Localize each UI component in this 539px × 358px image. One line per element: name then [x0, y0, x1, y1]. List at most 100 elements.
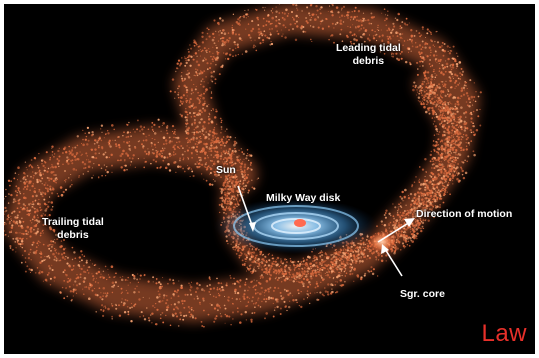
debris-particle	[187, 75, 189, 77]
debris-particle	[302, 277, 306, 281]
debris-particle	[223, 295, 226, 297]
debris-particle	[139, 278, 141, 280]
debris-particle	[107, 307, 110, 311]
debris-particle	[179, 104, 182, 107]
debris-particle	[225, 284, 228, 286]
debris-particle	[265, 269, 269, 272]
debris-particle	[441, 45, 443, 47]
debris-particle	[315, 14, 318, 16]
debris-particle	[456, 123, 459, 127]
debris-particle	[198, 284, 201, 287]
debris-particle	[160, 150, 163, 153]
debris-particle	[181, 77, 184, 80]
debris-particle	[312, 25, 315, 28]
debris-particle	[391, 55, 393, 57]
debris-particle	[405, 24, 407, 26]
debris-particle	[281, 276, 283, 278]
debris-particle	[444, 101, 447, 104]
debris-particle	[304, 31, 307, 33]
debris-particle	[192, 92, 194, 94]
debris-particle	[441, 156, 444, 159]
debris-particle	[79, 267, 81, 269]
debris-particle	[177, 59, 181, 62]
debris-particle	[166, 156, 169, 159]
debris-particle	[62, 248, 66, 251]
debris-particle	[246, 305, 249, 307]
debris-particle	[309, 15, 311, 17]
debris-particle	[216, 56, 219, 59]
debris-particle	[244, 283, 247, 286]
debris-particle	[201, 132, 203, 135]
debris-particle	[300, 305, 303, 309]
debris-particle	[154, 306, 156, 309]
debris-particle	[102, 295, 104, 297]
debris-particle	[12, 198, 16, 201]
debris-particle	[425, 208, 427, 210]
debris-particle	[152, 276, 155, 279]
debris-particle	[202, 85, 205, 88]
debris-particle	[134, 146, 137, 149]
debris-particle	[100, 304, 104, 307]
debris-particle	[158, 300, 161, 303]
debris-particle	[255, 284, 258, 287]
debris-particle	[33, 224, 36, 228]
debris-particle	[56, 178, 58, 181]
debris-particle	[60, 194, 63, 197]
debris-particle	[388, 28, 391, 31]
debris-particle	[38, 188, 41, 191]
debris-particle	[292, 16, 294, 19]
debris-particle	[302, 257, 304, 259]
debris-particle	[331, 14, 334, 17]
debris-particle	[172, 282, 175, 285]
debris-particle	[213, 76, 215, 78]
debris-particle	[137, 273, 139, 275]
debris-particle	[49, 277, 52, 280]
debris-particle	[16, 214, 19, 217]
debris-particle	[227, 207, 230, 210]
debris-particle	[257, 265, 259, 268]
debris-particle	[225, 197, 227, 200]
debris-particle	[319, 256, 322, 259]
debris-particle	[189, 140, 191, 142]
debris-particle	[193, 107, 195, 110]
debris-particle	[292, 295, 294, 297]
debris-particle	[430, 85, 434, 88]
debris-particle	[161, 311, 164, 314]
debris-particle	[128, 140, 131, 143]
debris-particle	[41, 195, 44, 198]
debris-particle	[177, 295, 180, 298]
debris-particle	[399, 195, 402, 198]
debris-particle	[368, 39, 371, 42]
debris-particle	[236, 194, 239, 196]
debris-particle	[203, 81, 205, 83]
debris-particle	[471, 125, 474, 127]
debris-particle	[227, 40, 230, 43]
debris-particle	[241, 15, 243, 18]
debris-particle	[443, 142, 446, 145]
debris-particle	[200, 111, 203, 114]
debris-particle	[155, 155, 159, 158]
debris-particle	[231, 297, 233, 300]
debris-particle	[152, 148, 154, 151]
debris-particle	[468, 144, 470, 146]
debris-particle	[55, 233, 58, 237]
debris-particle	[391, 30, 393, 32]
debris-particle	[398, 232, 401, 235]
debris-particle	[423, 89, 425, 91]
debris-particle	[302, 26, 305, 28]
debris-particle	[349, 40, 352, 43]
debris-particle	[83, 167, 85, 170]
debris-particle	[392, 22, 395, 25]
debris-particle	[228, 37, 231, 40]
debris-particle	[287, 289, 290, 292]
debris-particle	[416, 219, 419, 222]
debris-particle	[17, 199, 20, 202]
debris-particle	[192, 136, 195, 139]
debris-particle	[16, 216, 19, 219]
debris-particle	[226, 166, 230, 169]
debris-particle	[417, 226, 420, 228]
debris-particle	[190, 92, 193, 95]
debris-particle	[434, 40, 436, 43]
debris-particle	[219, 30, 221, 32]
debris-particle	[429, 65, 432, 68]
